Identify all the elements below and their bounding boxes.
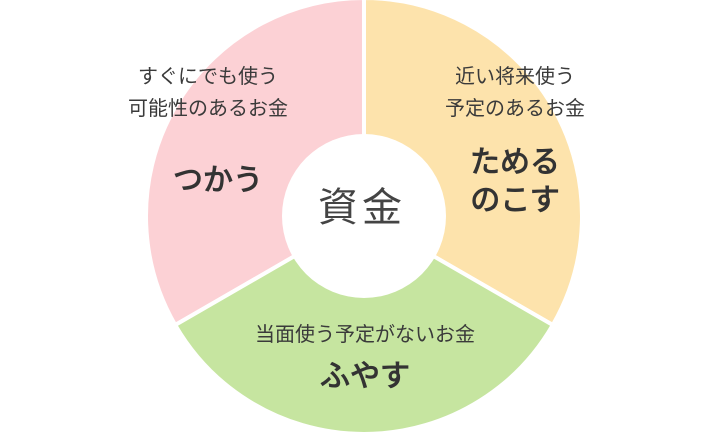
center-label: 資金 [318, 185, 406, 231]
spend-description-line: すぐにでも使う [138, 64, 278, 88]
spend-title: つかう [173, 163, 263, 198]
save-description: 近い将来使う 予定のあるお金 [410, 60, 620, 124]
grow-title: ふやす [320, 359, 410, 394]
save-description-line: 近い将来使う [455, 64, 575, 88]
grow-description: 当面使う予定がないお金 [210, 318, 520, 350]
save-title-line: のこす [470, 183, 560, 218]
save-title: ためる のこす [440, 144, 590, 220]
save-description-line: 予定のあるお金 [445, 96, 585, 120]
save-title-line: ためる [470, 145, 560, 180]
grow-description-line: 当面使う予定がないお金 [255, 322, 475, 346]
spend-description: すぐにでも使う 可能性のあるお金 [98, 60, 318, 124]
center-circle [282, 134, 446, 298]
spend-description-line: 可能性のあるお金 [128, 96, 288, 120]
segment-grow [172, 213, 556, 432]
